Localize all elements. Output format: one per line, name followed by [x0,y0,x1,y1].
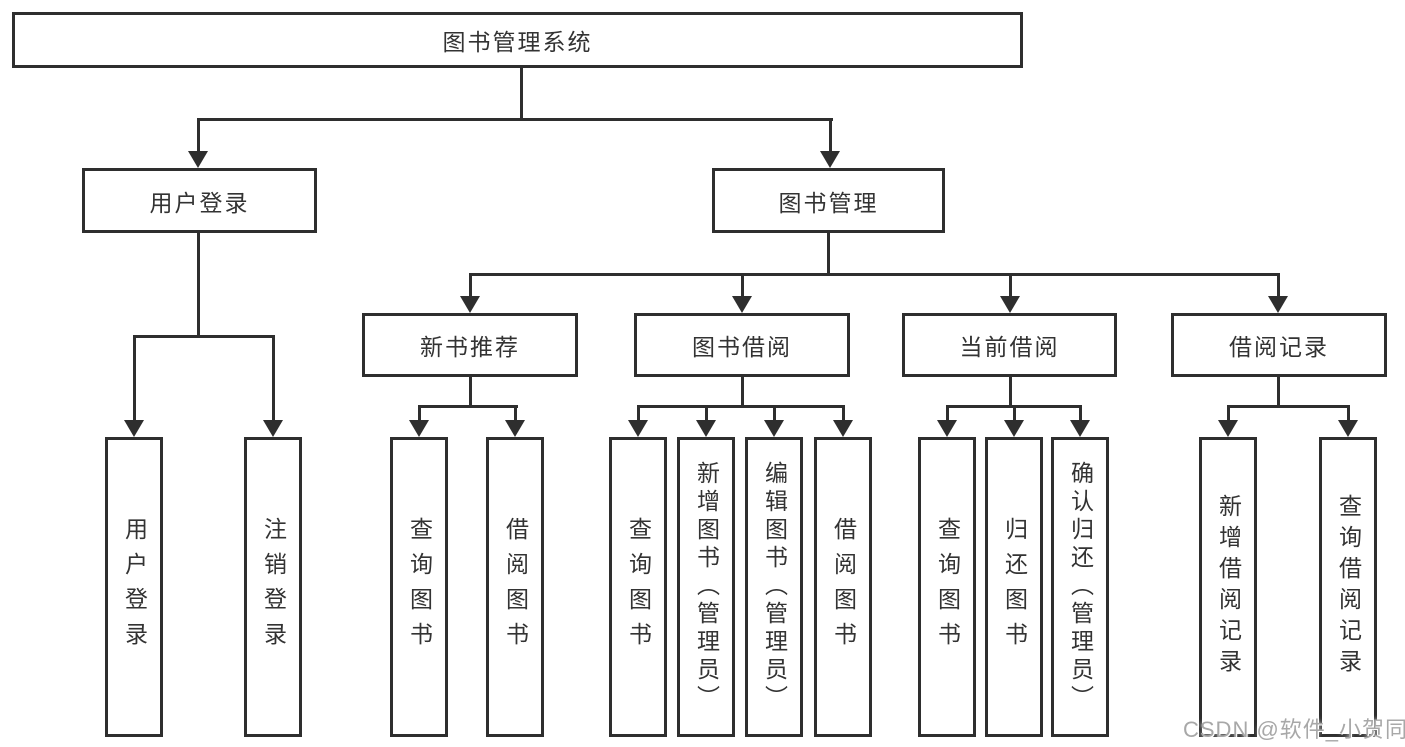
leaf-current-return-book: 归还图书 [985,437,1043,737]
leaf-borrow-edit-book-admin: 编辑图书（管理员） [745,437,803,737]
arrow-down-icon [732,296,752,313]
arrow-down-icon [460,296,480,313]
arrow-down-icon [1070,420,1090,437]
connector-line [829,118,832,154]
arrow-down-icon [833,420,853,437]
arrow-down-icon [1268,296,1288,313]
arrow-down-icon [409,420,429,437]
connector-line [469,273,1280,276]
connector-line [197,118,833,121]
arrow-down-icon [1218,420,1238,437]
node-borrow-record: 借阅记录 [1171,313,1387,377]
connector-line [514,405,517,422]
connector-line [637,405,640,422]
connector-line [520,68,523,118]
connector-line [469,377,472,405]
node-book-management: 图书管理 [712,168,945,233]
connector-line [197,233,200,337]
connector-line [946,405,949,422]
csdn-watermark: CSDN @软件_小贺同学 [1183,717,1405,742]
connector-line [1013,405,1016,422]
arrow-down-icon [505,420,525,437]
leaf-borrow-query-book: 查询图书 [609,437,667,737]
connector-line [1277,273,1280,298]
leaf-current-confirm-return-admin: 确认归还（管理员） [1051,437,1109,737]
connector-line [133,335,275,338]
connector-line [637,405,845,408]
arrow-down-icon [820,151,840,168]
arrow-down-icon [1004,420,1024,437]
leaf-user-login: 用户登录 [105,437,163,737]
leaf-newbook-borrow-book: 借阅图书 [486,437,544,737]
connector-line [418,405,421,422]
connector-line [418,405,518,408]
connector-line [272,335,275,422]
connector-line [1009,273,1012,298]
connector-line [197,118,200,154]
node-book-borrow: 图书借阅 [634,313,850,377]
connector-line [133,335,136,422]
leaf-record-add-borrow-record: 新增借阅记录 [1199,437,1257,737]
node-new-book-recommend: 新书推荐 [362,313,578,377]
arrow-down-icon [1000,296,1020,313]
node-current-borrow: 当前借阅 [902,313,1117,377]
connector-line [842,405,845,422]
arrow-down-icon [263,420,283,437]
arrow-down-icon [124,420,144,437]
arrow-down-icon [188,151,208,168]
leaf-record-query-borrow-record: 查询借阅记录 [1319,437,1377,737]
arrow-down-icon [1338,420,1358,437]
connector-line [1227,405,1230,422]
connector-line [773,405,776,422]
arrow-down-icon [937,420,957,437]
connector-line [741,377,744,405]
node-root-system: 图书管理系统 [12,12,1023,68]
connector-line [1079,405,1082,422]
arrow-down-icon [628,420,648,437]
connector-line [827,233,830,273]
connector-line [741,273,744,298]
node-user-login: 用户登录 [82,168,317,233]
arrow-down-icon [696,420,716,437]
leaf-borrow-borrow-book: 借阅图书 [814,437,872,737]
leaf-borrow-add-book-admin: 新增图书（管理员） [677,437,735,737]
connector-line [1227,405,1350,408]
connector-line [1009,377,1012,405]
connector-line [469,273,472,298]
connector-line [1347,405,1350,422]
leaf-newbook-query-book: 查询图书 [390,437,448,737]
connector-line [1277,377,1280,405]
connector-line [705,405,708,422]
leaf-current-query-book: 查询图书 [918,437,976,737]
leaf-logout: 注销登录 [244,437,302,737]
arrow-down-icon [764,420,784,437]
